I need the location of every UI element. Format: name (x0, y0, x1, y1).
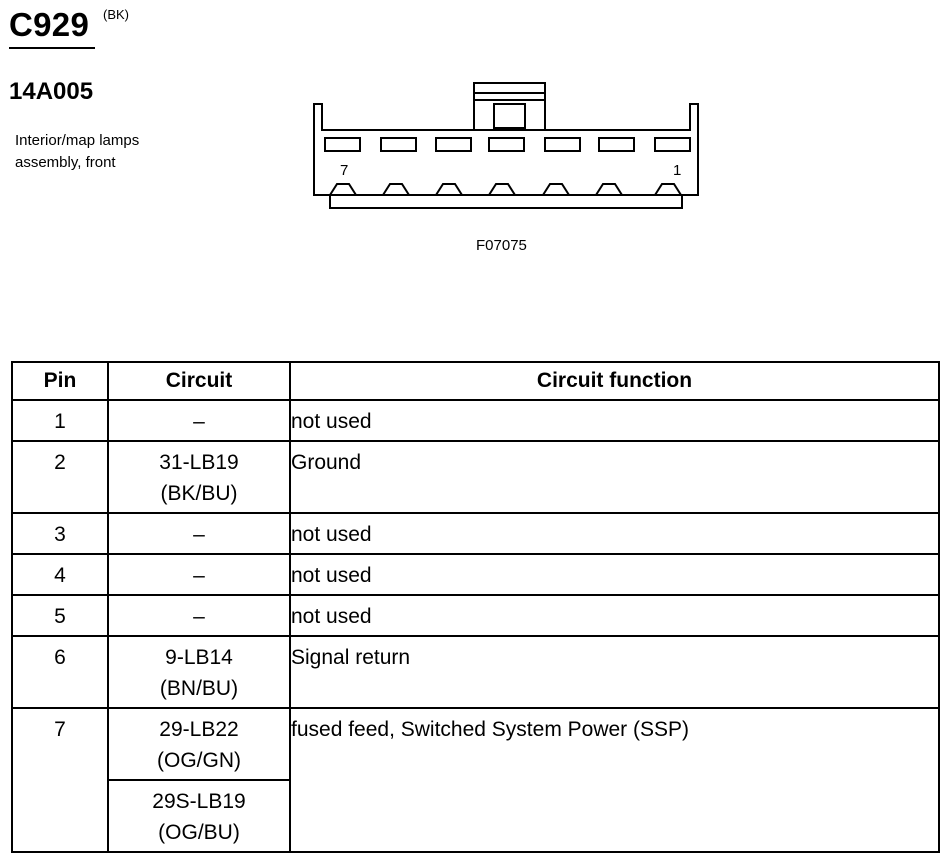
table-row: 6 9-LB14 (BN/BU) Signal return (11, 635, 940, 709)
table-row: 5 – not used (11, 594, 940, 637)
circuit-number: 31-LB19 (159, 451, 239, 474)
function-cell: Signal return (289, 635, 940, 709)
cavity (598, 137, 635, 152)
cavity (654, 137, 691, 152)
connector-rail (329, 194, 683, 209)
circuit-number: – (193, 564, 205, 587)
pin-cell: 7 (11, 707, 109, 853)
table-row: 7 29-LB22 (OG/GN) fused feed, Switched S… (11, 707, 940, 853)
connector-color: (BK) (103, 7, 129, 22)
connector-id: C929 (9, 6, 90, 43)
pin-cell: 3 (11, 512, 109, 555)
function-cell: not used (289, 553, 940, 596)
circuit-number: – (193, 605, 205, 628)
circuit-number: 29S-LB19 (152, 790, 246, 813)
pinout-table: Pin Circuit Circuit function 1 – not use… (11, 361, 940, 853)
locking-tab (435, 183, 463, 196)
circuit-cell: – (107, 594, 291, 637)
locking-tab (595, 183, 623, 196)
circuit-number: 29-LB22 (159, 718, 239, 741)
circuit-number: – (193, 410, 205, 433)
circuit-cell: – (107, 512, 291, 555)
pin-cell: 5 (11, 594, 109, 637)
description-line-1: Interior/map lamps (15, 132, 140, 149)
table-row: 3 – not used (11, 512, 940, 555)
pin-cell: 6 (11, 635, 109, 709)
circuit-cell: 9-LB14 (BN/BU) (107, 635, 291, 709)
cavity (544, 137, 581, 152)
circuit-cell: – (107, 553, 291, 596)
description-line-2: assembly, front (15, 154, 116, 171)
locking-tab (542, 183, 570, 196)
locking-tab (382, 183, 410, 196)
circuit-cell: 29-LB22 (OG/GN) (107, 707, 291, 781)
table-row: 2 31-LB19 (BK/BU) Ground (11, 440, 940, 514)
function-cell: fused feed, Switched System Power (SSP) (289, 707, 940, 853)
function-cell: not used (289, 399, 940, 442)
header-circuit: Circuit (107, 361, 291, 401)
connector-face-diagram: 7 1 (313, 82, 699, 209)
table-row: 1 – not used (11, 399, 940, 442)
pin-cell: 1 (11, 399, 109, 442)
pin-cell: 2 (11, 440, 109, 514)
circuit-number: 9-LB14 (165, 646, 233, 669)
latch-tab (493, 103, 526, 129)
figure-reference: F07075 (476, 237, 527, 254)
wire-color: (BN/BU) (159, 677, 239, 700)
cavity (435, 137, 472, 152)
circuit-cell: 31-LB19 (BK/BU) (107, 440, 291, 514)
table-row: 4 – not used (11, 553, 940, 596)
cavity (380, 137, 417, 152)
connector-latch (473, 82, 546, 130)
function-cell: not used (289, 512, 940, 555)
pin-cell: 4 (11, 553, 109, 596)
connector-housing (313, 103, 699, 196)
wire-color: (OG/BU) (158, 821, 240, 844)
circuit-number: – (193, 523, 205, 546)
circuit-cell: 29S-LB19 (OG/BU) (107, 779, 291, 853)
title-underline (9, 47, 95, 49)
header-function: Circuit function (289, 361, 940, 401)
function-cell: not used (289, 594, 940, 637)
locking-tab (488, 183, 516, 196)
function-cell: Ground (289, 440, 940, 514)
locking-tab (329, 183, 357, 196)
header-pin: Pin (11, 361, 109, 401)
part-number: 14A005 (9, 78, 94, 105)
pin-label-7: 7 (340, 162, 348, 179)
table-header-row: Pin Circuit Circuit function (11, 361, 940, 401)
wire-color: (BK/BU) (160, 482, 238, 505)
pin-label-1: 1 (673, 162, 681, 179)
wire-color: (OG/GN) (157, 749, 241, 772)
connector-description: Interior/map lamps assembly, front (15, 130, 139, 174)
cavity (488, 137, 525, 152)
table-row: 29S-LB19 (OG/BU) (12, 779, 939, 853)
locking-tab (654, 183, 682, 196)
circuit-cell: – (107, 399, 291, 442)
cavity (324, 137, 361, 152)
